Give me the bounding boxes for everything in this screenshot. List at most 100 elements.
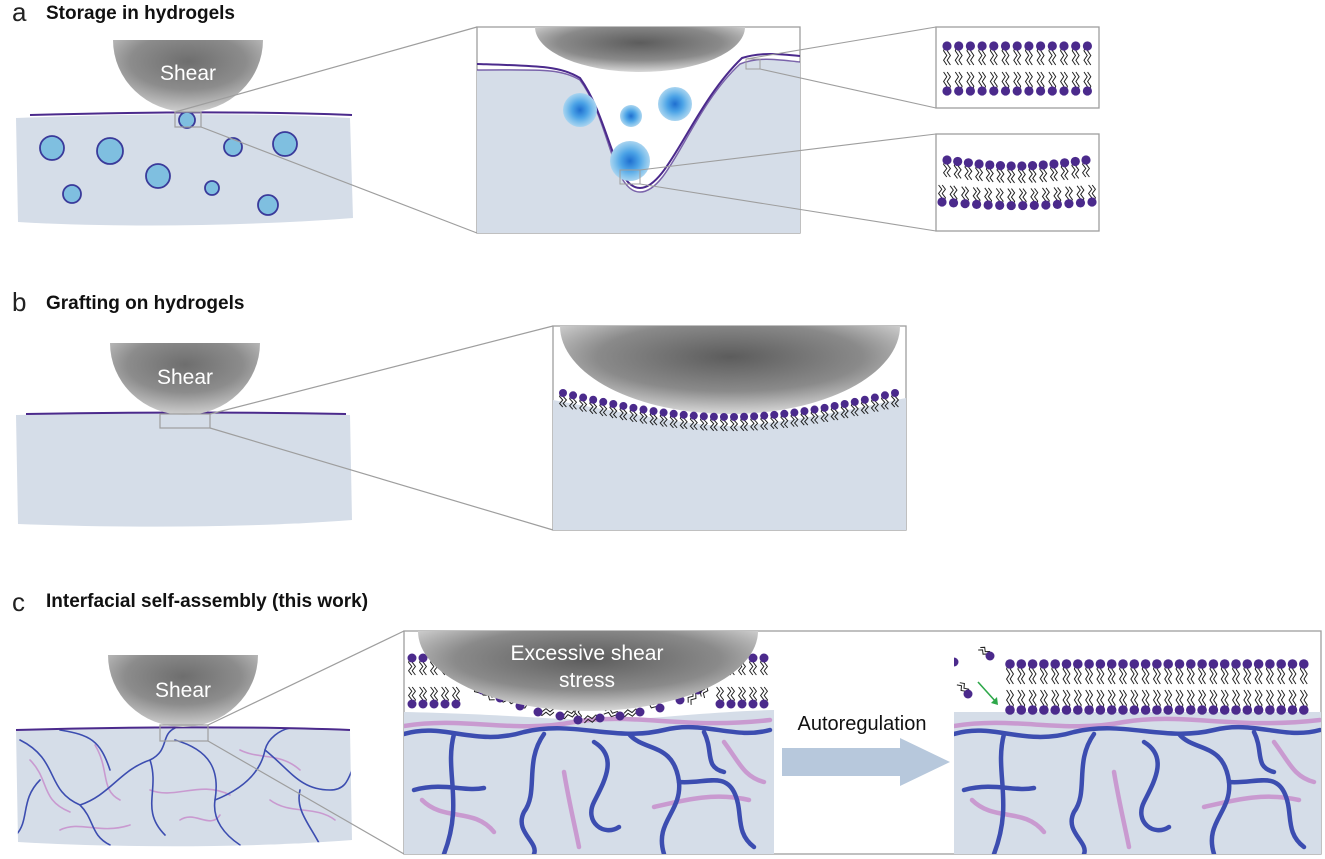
pink-chain [969, 797, 1047, 835]
lipid [989, 71, 999, 96]
zoom-line [200, 126, 478, 234]
lipid-head [1036, 41, 1046, 51]
lipid-head [972, 199, 982, 209]
lipid [759, 653, 769, 676]
lipid-head [1276, 705, 1286, 715]
shear-probe-zoom [418, 631, 758, 711]
pink-chain [1271, 739, 1317, 785]
lipid-head [1174, 705, 1185, 715]
vesicle [610, 141, 650, 181]
lipid [953, 156, 963, 179]
lipid [1152, 659, 1162, 685]
shear-probe [113, 40, 263, 112]
lipid [1118, 689, 1128, 715]
lipid [1081, 155, 1091, 178]
lipid [1129, 659, 1140, 685]
lipid [830, 401, 839, 421]
lipid [750, 412, 759, 431]
lipid-bilayer-flat [942, 41, 1092, 96]
lipid [1005, 659, 1015, 685]
lipid-head [1064, 199, 1074, 209]
blue-chain [961, 784, 1037, 793]
lipid-head [1047, 41, 1057, 51]
lipid [965, 71, 976, 96]
lipid [599, 397, 608, 417]
lipid [1152, 689, 1162, 715]
lipid [1253, 689, 1264, 715]
polymer-network-zoom [404, 716, 773, 854]
lipid-head [639, 405, 648, 414]
lipid [840, 399, 849, 419]
lipid [1095, 689, 1106, 715]
lipid [619, 401, 628, 421]
lipid-head [954, 41, 964, 51]
lipid [1050, 689, 1060, 715]
vesicle [204, 180, 220, 196]
lipid [1000, 71, 1011, 96]
lipid [1265, 689, 1275, 715]
lipid-head [1197, 705, 1207, 715]
lipid [1073, 659, 1083, 685]
pink-chain [721, 739, 767, 785]
lipid [1219, 659, 1230, 685]
lipid [983, 187, 993, 210]
lipid-head [595, 713, 605, 723]
lipid [1087, 184, 1097, 207]
lipid-head [954, 86, 964, 96]
lipid [1208, 689, 1219, 715]
lipid [1276, 659, 1286, 685]
lipid-head [635, 707, 645, 717]
panel-c: c Interfacial self-assembly (this work) [12, 587, 1322, 855]
blue-chain [519, 731, 547, 854]
lipid [1071, 41, 1081, 66]
lipid [1029, 188, 1039, 210]
lipid [972, 187, 982, 209]
free-lipids [954, 646, 995, 699]
lipid-head [830, 401, 839, 410]
lipid [974, 159, 984, 182]
lipid-head [599, 397, 608, 406]
lipid-surface-line [477, 53, 800, 190]
lipid-head [995, 200, 1005, 210]
green-arrow-icon [977, 681, 997, 703]
lipid-head [1095, 705, 1106, 715]
lipid [1047, 71, 1057, 96]
lipid-head [1000, 86, 1011, 96]
lipid-head [1041, 200, 1051, 210]
panel-a: a Storage in hydrogels Shear [12, 0, 1100, 234]
lipid-head [790, 408, 799, 417]
lipid-head [760, 411, 769, 420]
zoom-box-a [476, 26, 937, 234]
lipid-head [679, 410, 688, 419]
zoom-line [745, 26, 937, 60]
lipid-head [1000, 41, 1011, 51]
lipid [800, 407, 809, 426]
lipid-head [1082, 41, 1092, 51]
lipid [1061, 659, 1072, 685]
lipid-head [1059, 41, 1069, 51]
lipid [1073, 689, 1083, 715]
lipid [985, 160, 995, 183]
lipid-head [719, 412, 728, 421]
lipid-head [954, 657, 959, 667]
lipid-head [985, 651, 995, 661]
blue-chain [1226, 778, 1307, 850]
lipid [948, 185, 959, 208]
lipid [1219, 689, 1230, 715]
autoregulation-label: Autoregulation [798, 713, 927, 735]
lipid-bilayer-curved [937, 155, 1097, 211]
lipid-head [1018, 200, 1028, 211]
lipid [715, 686, 725, 709]
lipid-head [559, 389, 567, 397]
lipid-head [1186, 659, 1196, 669]
bilayer-box-flat [935, 26, 1100, 109]
pink-chain [561, 769, 582, 850]
lipid [740, 412, 749, 432]
lipid [1075, 185, 1086, 208]
lipid-head [1095, 659, 1106, 669]
blue-chain [411, 784, 487, 793]
lipid [1253, 659, 1264, 685]
lipid [555, 709, 577, 721]
lipid-head [1016, 659, 1027, 669]
lipid [1027, 161, 1038, 183]
